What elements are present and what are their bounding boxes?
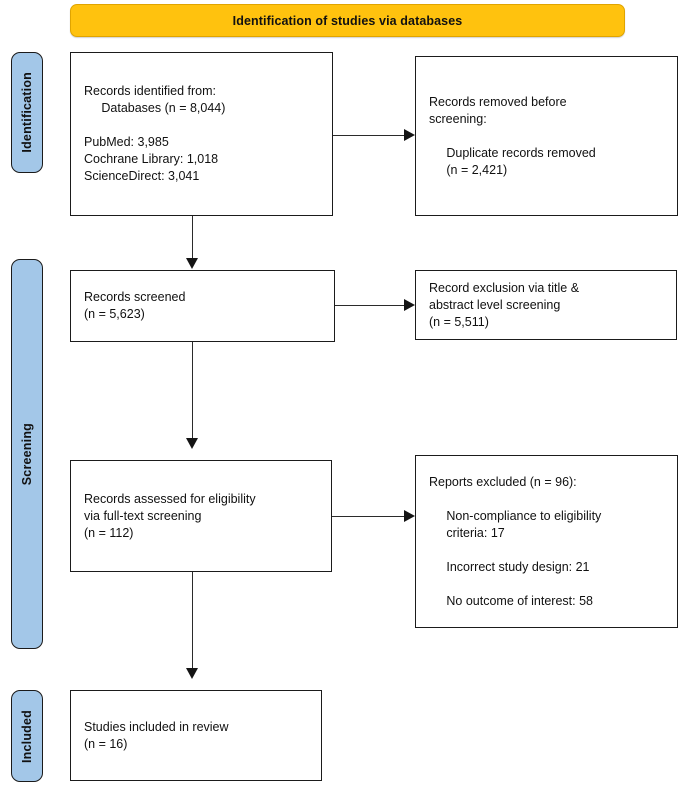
- connector-screened-to-exclusion: [335, 305, 405, 307]
- stage-tab-included: Included: [11, 690, 43, 782]
- stage-tab-identification-label: Identification: [20, 72, 34, 153]
- stage-tab-screening-label: Screening: [20, 422, 34, 486]
- stage-tab-identification: Identification: [11, 52, 43, 173]
- connector-identified-to-screened: [192, 216, 194, 259]
- connector-eligibility-to-reports-excluded: [332, 516, 405, 518]
- box-records-identified: Records identified from: Databases (n = …: [70, 52, 333, 216]
- phase-banner-identification-databases: Identification of studies via databases: [70, 4, 625, 37]
- phase-banner-label: Identification of studies via databases: [232, 13, 463, 28]
- stage-tab-included-label: Included: [20, 709, 34, 763]
- box-records-assessed-text: Records assessed for eligibility via ful…: [84, 491, 256, 540]
- box-record-exclusion-title-abstract: Record exclusion via title & abstract le…: [415, 270, 677, 340]
- box-reports-excluded-text: Reports excluded (n = 96): Non-complianc…: [429, 474, 602, 608]
- arrow-right-icon-screened-to-exclusion: [404, 299, 415, 311]
- box-records-assessed-for-eligibility: Records assessed for eligibility via ful…: [70, 460, 332, 572]
- arrow-down-icon-eligibility-to-included: [186, 668, 198, 679]
- arrow-down-icon-screened-to-eligibility: [186, 438, 198, 449]
- box-record-exclusion-text: Record exclusion via title & abstract le…: [429, 280, 580, 329]
- stage-tab-screening: Screening: [11, 259, 43, 649]
- arrow-right-icon-identified-to-removed: [404, 129, 415, 141]
- box-records-identified-text: Records identified from: Databases (n = …: [84, 84, 226, 183]
- box-reports-excluded: Reports excluded (n = 96): Non-complianc…: [415, 455, 678, 628]
- box-records-screened: Records screened (n = 5,623): [70, 270, 335, 342]
- box-records-removed-text: Records removed before screening: Duplic…: [429, 94, 596, 177]
- box-records-removed-before-screening: Records removed before screening: Duplic…: [415, 56, 678, 216]
- connector-eligibility-to-included: [192, 572, 194, 669]
- connector-identified-to-removed: [333, 135, 405, 137]
- box-records-screened-text: Records screened (n = 5,623): [84, 290, 186, 321]
- box-studies-included-text: Studies included in review (n = 16): [84, 719, 229, 751]
- connector-screened-to-eligibility: [192, 342, 194, 439]
- box-studies-included-in-review: Studies included in review (n = 16): [70, 690, 322, 781]
- arrow-right-icon-eligibility-to-reports-excluded: [404, 510, 415, 522]
- arrow-down-icon-identified-to-screened: [186, 258, 198, 269]
